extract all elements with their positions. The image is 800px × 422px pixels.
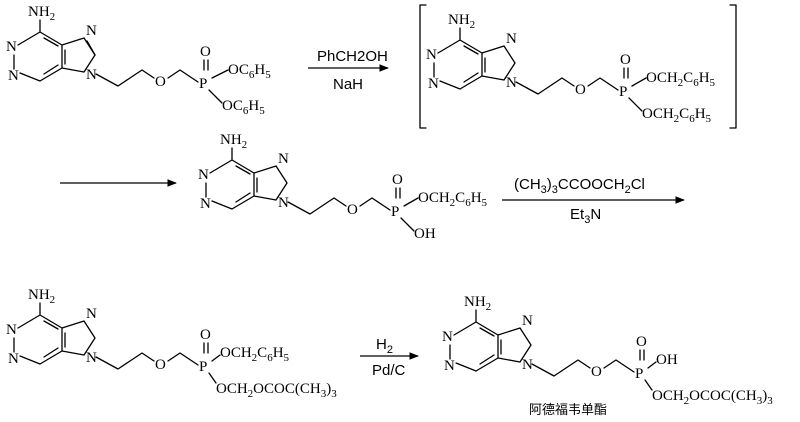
ether-o-label: O xyxy=(591,364,602,380)
n1-label: N xyxy=(198,167,209,183)
obenzyl-2-label: OCH2C6H5 xyxy=(642,106,712,125)
obenzyl-1-label: OCH2C6H5 xyxy=(646,70,716,89)
po-oxygen-label: O xyxy=(200,44,211,60)
n3-label: N xyxy=(444,358,455,374)
reagent-triethylamine: Et3N xyxy=(570,206,601,226)
ether-o-label: O xyxy=(155,357,166,373)
obenzyl-label: OCH2C6H5 xyxy=(418,190,488,209)
opivoxil-label: OCH2OCOC(CH3)3 xyxy=(216,381,337,400)
n9-label: N xyxy=(86,350,97,366)
n1-label: N xyxy=(6,39,17,55)
n7-label: N xyxy=(86,306,97,322)
arrow-step-3: (CH3)3CCOOCH2Cl Et3N xyxy=(502,176,685,226)
n3-label: N xyxy=(200,196,211,212)
ophenyl-1-label: OC6H5 xyxy=(228,62,271,81)
pivoxil-benzyl-ester: NH2 N N N N O P O OCH2C6H5 OCH2OCOC(CH3)… xyxy=(6,287,337,400)
intermediate-bracketed: NH2 N N N N O P O OCH2C6H5 OCH2C6H5 xyxy=(419,4,737,129)
starting-material: NH2 N N N N O P O OC6H5 OC6H5 xyxy=(6,4,271,117)
oh-label: OH xyxy=(414,226,436,242)
n9-label: N xyxy=(278,195,289,211)
reagent-nah: NaH xyxy=(333,76,363,93)
monobenzyl-ester: NH2 N N N N O P O OCH2C6H5 OH xyxy=(198,132,488,242)
adefovir-monoester: NH2 N N N N O P O OH OCH2OCOC(CH3)3 xyxy=(442,294,773,407)
ophenyl-2-label: OC6H5 xyxy=(222,98,265,117)
reagent-pivoxil-chloride: (CH3)3CCOOCH2Cl xyxy=(514,176,645,196)
oh-label: OH xyxy=(656,352,678,368)
n3-label: N xyxy=(428,76,439,92)
po-oxygen-label: O xyxy=(636,334,647,350)
reagent-hydrogen: H2 xyxy=(376,336,393,356)
phosphorus-label: P xyxy=(619,84,627,100)
phosphorus-label: P xyxy=(391,204,399,220)
nh2-label: NH2 xyxy=(464,294,491,313)
n7-label: N xyxy=(506,31,517,47)
po-oxygen-label: O xyxy=(620,52,631,68)
nh2-label: NH2 xyxy=(28,287,55,306)
phosphorus-label: P xyxy=(199,359,207,375)
nh2-label: NH2 xyxy=(448,12,475,31)
arrow-step-1: PhCH2OH NaH xyxy=(308,48,389,93)
n9-label: N xyxy=(522,357,533,373)
po-oxygen-label: O xyxy=(392,172,403,188)
n1-label: N xyxy=(442,329,453,345)
nh2-label: NH2 xyxy=(28,4,55,23)
po-oxygen-label: O xyxy=(200,327,211,343)
phosphorus-label: P xyxy=(635,366,643,382)
phosphorus-label: P xyxy=(199,76,207,92)
reagent-phch2oh: PhCH2OH xyxy=(317,48,388,65)
ether-o-label: O xyxy=(575,82,586,98)
n9-label: N xyxy=(506,75,517,91)
n3-label: N xyxy=(8,351,19,367)
arrow-step-4: H2 Pd/C xyxy=(360,336,419,379)
n3-label: N xyxy=(8,68,19,84)
n7-label: N xyxy=(522,313,533,329)
n1-label: N xyxy=(6,322,17,338)
n7-label: N xyxy=(86,23,97,39)
reagent-pd-c: Pd/C xyxy=(372,362,406,379)
nh2-label: NH2 xyxy=(220,132,247,151)
opivoxil-label: OCH2OCOC(CH3)3 xyxy=(652,388,773,407)
ether-o-label: O xyxy=(155,74,166,90)
n9-label: N xyxy=(86,67,97,83)
obenzyl-label: OCH2C6H5 xyxy=(220,345,290,364)
n1-label: N xyxy=(426,47,437,63)
n7-label: N xyxy=(278,151,289,167)
product-name-caption: 阿德福韦单酯 xyxy=(529,403,607,418)
ether-o-label: O xyxy=(347,202,358,218)
